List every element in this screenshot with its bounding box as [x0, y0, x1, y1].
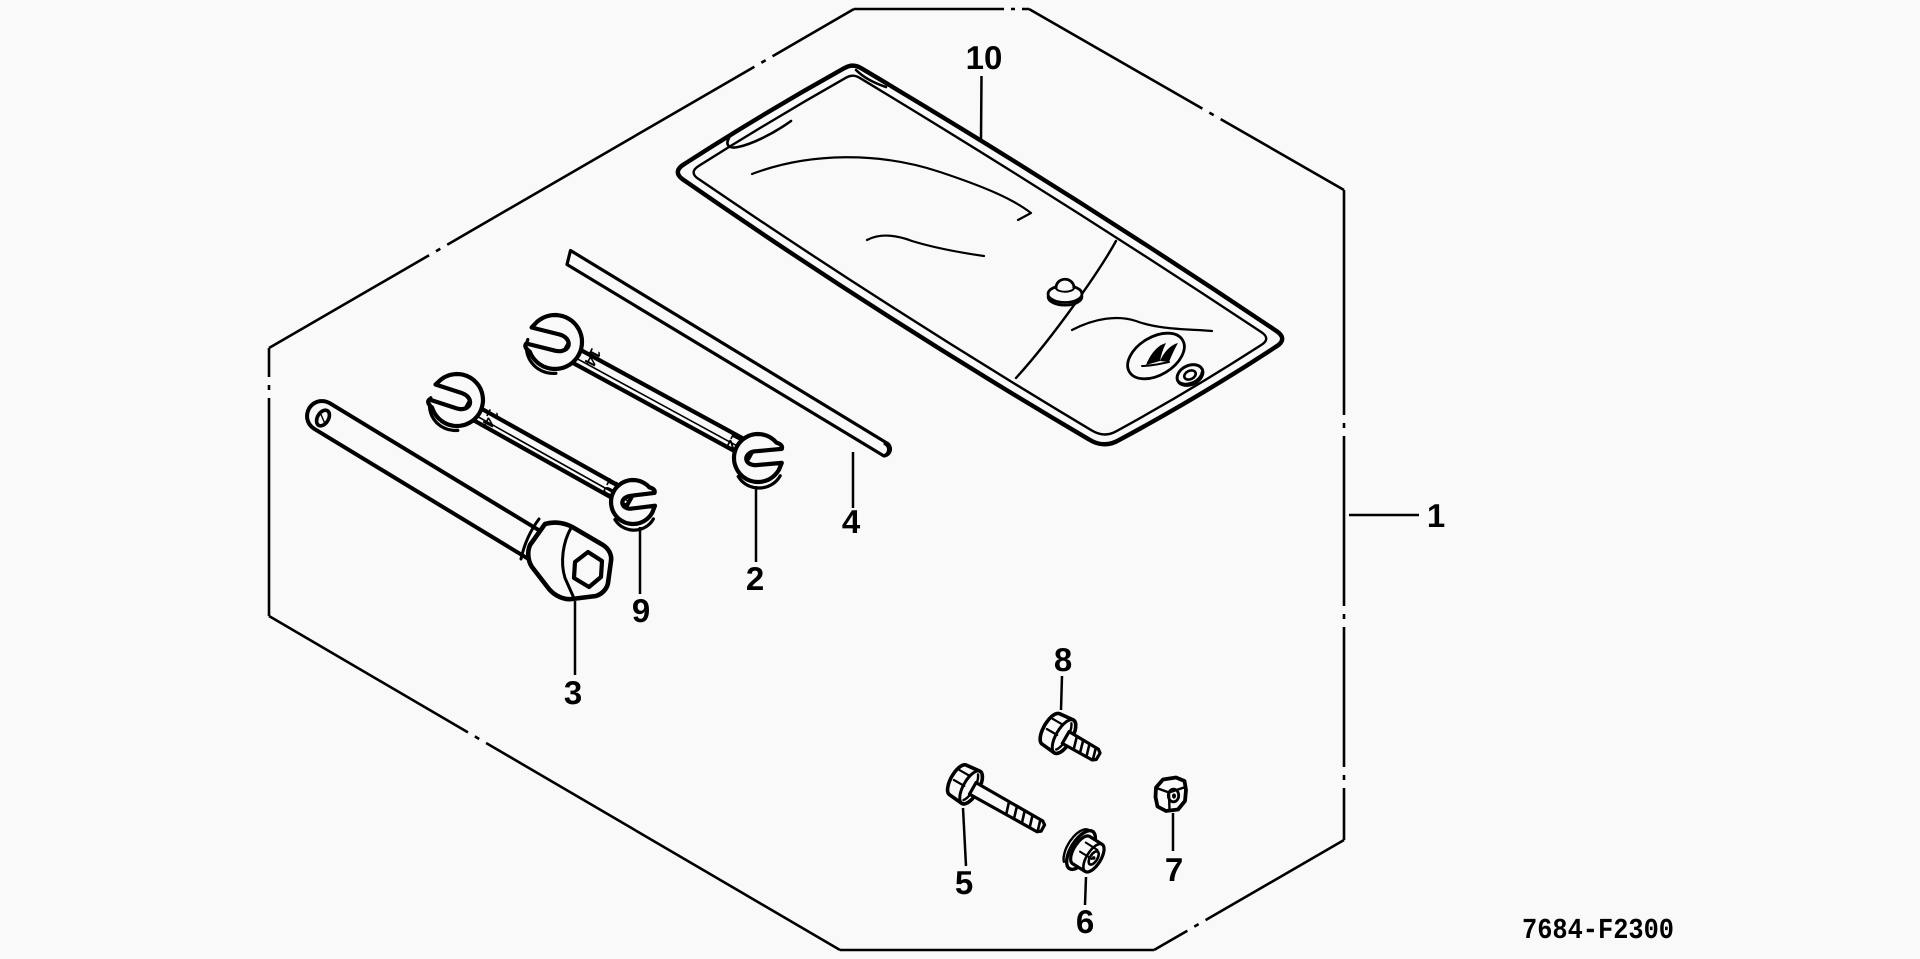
svg-text:12: 12 [722, 429, 745, 453]
svg-text:1: 1 [1427, 497, 1445, 534]
svg-text:9: 9 [632, 592, 650, 629]
svg-text:3: 3 [564, 674, 582, 711]
svg-text:14: 14 [580, 345, 603, 369]
svg-text:6: 6 [1076, 903, 1094, 940]
svg-text:10: 10 [598, 475, 621, 499]
svg-text:7: 7 [1165, 851, 1183, 888]
svg-text:5: 5 [955, 864, 973, 901]
svg-text:10: 10 [966, 39, 1003, 76]
svg-text:7684-F2300: 7684-F2300 [1522, 914, 1674, 947]
svg-text:4: 4 [842, 503, 861, 540]
svg-text:8: 8 [1054, 641, 1072, 678]
svg-text:14: 14 [478, 406, 501, 430]
svg-text:2: 2 [746, 560, 764, 597]
